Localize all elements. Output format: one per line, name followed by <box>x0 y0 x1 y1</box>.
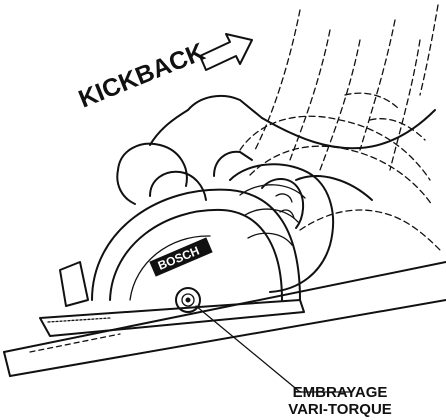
kickback-motion-trail <box>240 5 440 250</box>
kickback-label: KICKBACK <box>75 38 209 114</box>
kickback-arrow-icon <box>200 34 252 70</box>
operator-arm <box>262 110 435 148</box>
callout-leader <box>196 306 350 392</box>
callout-label-line-2: VARI-TORQUE <box>288 401 392 418</box>
motor-housing <box>214 152 333 292</box>
callout-label-line-1: EMBRAYAGE <box>293 384 388 401</box>
brand-plate: BOSCH <box>150 238 212 276</box>
brand-label: BOSCH <box>156 244 201 273</box>
